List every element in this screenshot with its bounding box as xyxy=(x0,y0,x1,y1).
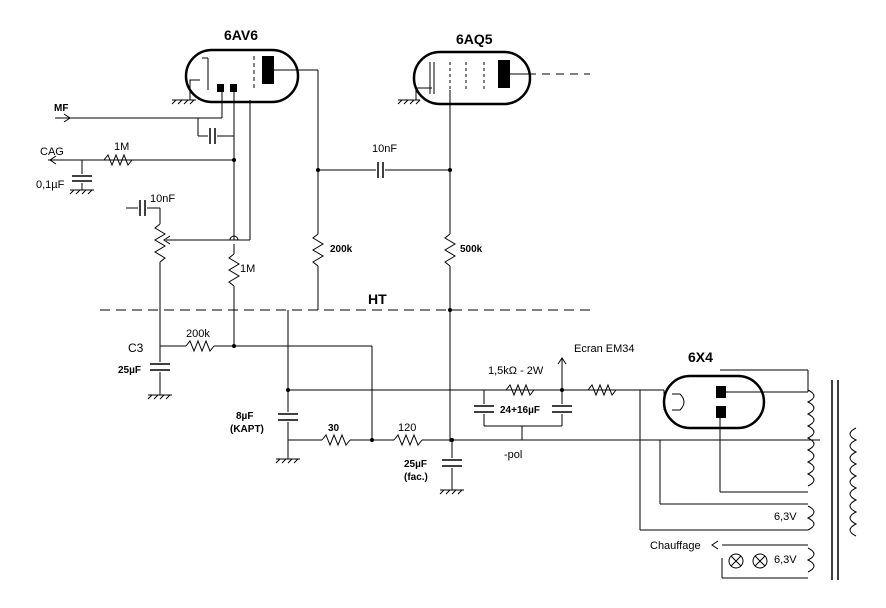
label-c-kapt: 8µF xyxy=(236,411,253,422)
label-r-120: 120 xyxy=(398,422,416,434)
label-c-kapt2: (KAPT) xyxy=(230,424,264,435)
tube-6x4 xyxy=(662,374,766,430)
label-c-fac: 25µF xyxy=(404,459,427,470)
label-r-30: 30 xyxy=(328,423,340,434)
label-c-cag: 0,1µF xyxy=(36,179,65,191)
tube-6x4-label: 6X4 xyxy=(688,349,713,365)
label-c-in: 10nF xyxy=(150,193,175,205)
heater-lamps xyxy=(728,553,768,569)
label-c-coupling: 10nF xyxy=(372,143,397,155)
tube-6av6 xyxy=(184,48,300,104)
tube-6av6-label: 6AV6 xyxy=(224,27,258,43)
label-r-c3: 200k xyxy=(186,328,210,340)
label-r-15k: 1,5kΩ - 2W xyxy=(488,365,544,377)
label-r-cag: 1M xyxy=(114,141,129,153)
label-cag: CAG xyxy=(40,146,64,158)
tube-6aq5-label: 6AQ5 xyxy=(456,31,493,47)
label-ht: HT xyxy=(368,291,387,307)
wiring xyxy=(48,69,820,579)
label-r-grid: 1M xyxy=(240,263,255,275)
label-r-plate1: 200k xyxy=(330,244,353,255)
label-c3-name: C3 xyxy=(128,341,144,355)
tube-6aq5 xyxy=(412,50,590,106)
junction-dots xyxy=(232,158,564,442)
label-c3: 25µF xyxy=(118,365,141,376)
label-r-plate2: 500k xyxy=(460,244,483,255)
label-c-dual: 24+16µF xyxy=(500,405,540,416)
label-mf: MF xyxy=(54,103,68,114)
label-chauffage: Chauffage xyxy=(650,540,701,552)
label-pol: -pol xyxy=(504,449,522,461)
label-ecran: Ecran EM34 xyxy=(574,343,635,355)
label-v63b: 6,3V xyxy=(774,554,797,566)
transformer xyxy=(806,380,858,580)
label-v63a: 6,3V xyxy=(774,511,797,523)
label-c-fac2: (fac.) xyxy=(404,472,428,483)
